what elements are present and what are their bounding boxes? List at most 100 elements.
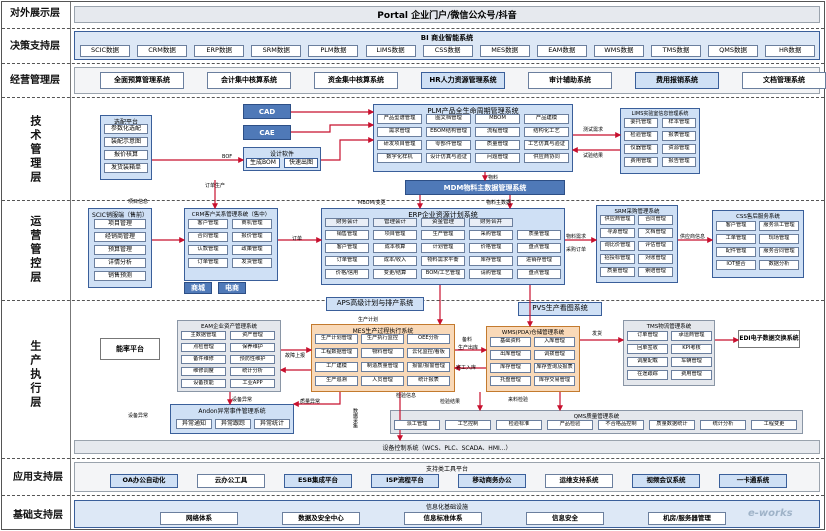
app-item[interactable]: 移动商务办公 <box>458 474 526 488</box>
bi-item[interactable]: MES数据 <box>479 45 530 57</box>
aps-box[interactable]: APS高级计划与排产系统 <box>326 297 424 311</box>
erp-group-title[interactable]: 资金管理 <box>421 218 465 227</box>
mes-item[interactable]: 工程数据管理 <box>315 348 358 358</box>
erp-item[interactable]: 计划管理 <box>421 243 465 253</box>
design-item[interactable]: 快速出图 <box>284 158 318 168</box>
tms-item[interactable]: 回单签收 <box>627 344 668 354</box>
eam-item[interactable]: 资产管理 <box>230 331 275 340</box>
lims-item[interactable]: 样本管理 <box>662 118 696 128</box>
bi-item[interactable]: CRM数据 <box>137 45 188 57</box>
erp-item[interactable]: 价格管理 <box>469 243 513 253</box>
base-item[interactable]: 机房/服务器管理 <box>648 512 726 525</box>
srm-item[interactable]: 文档管理 <box>638 228 673 238</box>
mes-item[interactable]: OEE分析 <box>407 334 450 344</box>
plm-item[interactable]: 零部件管理 <box>426 140 471 150</box>
mdm-box[interactable]: MDM物料主数据管理系统 <box>405 180 565 195</box>
erp-item[interactable]: 价格/信用 <box>325 269 369 279</box>
base-item[interactable]: 信息安全 <box>526 512 604 525</box>
erp-item[interactable]: 订单管理 <box>325 256 369 266</box>
crm-item[interactable]: 报价管理 <box>232 232 272 242</box>
css-item[interactable]: 服务合同管理 <box>759 247 799 257</box>
mes-item[interactable]: 物料管理 <box>361 348 404 358</box>
scic-item[interactable]: 详情分析 <box>94 258 146 268</box>
lims-item[interactable]: 检验管理 <box>624 131 658 141</box>
portal-bar[interactable]: Portal 企业门户/微信公众号/抖音 <box>74 6 820 23</box>
mgmt-item[interactable]: 资金集中核算系统 <box>314 72 398 89</box>
base-item[interactable]: 信息标准体系 <box>404 512 482 525</box>
crm-item[interactable]: 订单管理 <box>188 258 228 268</box>
bi-item[interactable]: SCIC数据 <box>80 45 130 57</box>
qms-item[interactable]: 工艺控制 <box>445 420 491 430</box>
plm-item[interactable]: 流程管理 <box>475 127 520 137</box>
plm-item[interactable]: 质量管理 <box>475 140 520 150</box>
bi-item[interactable]: CSS数据 <box>422 45 473 57</box>
eam-item[interactable]: 保养维护 <box>230 343 275 352</box>
mgmt-item[interactable]: HR人力资源管理系统 <box>421 72 505 89</box>
shop-box[interactable]: 商城 <box>184 282 212 294</box>
base-item[interactable]: 网络体系 <box>160 512 238 525</box>
erp-group-title[interactable]: 财务合并 <box>469 218 513 227</box>
plm-item[interactable]: 产品建模 <box>524 114 569 124</box>
andon-item[interactable]: 异常通知 <box>176 419 212 429</box>
tms-item[interactable]: 订单管理 <box>627 331 668 341</box>
erp-item[interactable]: 物料需求平衡 <box>421 256 465 266</box>
erp-item[interactable]: 质量管理 <box>517 230 561 240</box>
bi-item[interactable]: TMS数据 <box>651 45 701 57</box>
design-item[interactable]: 生成BOM <box>246 158 280 168</box>
eam-item[interactable]: 主数据管理 <box>181 331 226 340</box>
css-item[interactable]: IOT整合 <box>716 260 756 270</box>
mes-item[interactable]: 工厂建模 <box>315 362 358 372</box>
mes-item[interactable]: 制造质量管理 <box>361 362 404 372</box>
app-item[interactable]: 视频会议系统 <box>632 474 700 488</box>
lims-item[interactable]: 报告管理 <box>662 157 696 167</box>
erp-item[interactable]: 成本核算 <box>373 243 417 253</box>
plm-item[interactable]: 设计仿真与验证 <box>426 153 471 163</box>
bi-item[interactable]: PLM数据 <box>308 45 359 57</box>
crm-item[interactable]: 客户管理 <box>188 219 228 229</box>
css-item[interactable]: 客户管理 <box>716 221 756 231</box>
device-control-bar[interactable]: 设备控制系统（WCS、PLC、SCADA、HMI...） <box>74 440 820 454</box>
css-item[interactable]: 工单管理 <box>716 234 756 244</box>
css-item[interactable]: 服务派工管理 <box>759 221 799 231</box>
pvs-box[interactable]: PVS生产看图系统 <box>518 302 602 316</box>
wms-item[interactable]: 库存交易管理 <box>534 376 575 386</box>
tms-item[interactable]: 车辆管理 <box>671 357 712 367</box>
bi-item[interactable]: SRM数据 <box>251 45 302 57</box>
css-item[interactable]: 现场管理 <box>759 234 799 244</box>
scic-item[interactable]: 销售预测 <box>94 271 146 281</box>
erp-item[interactable]: 成本/收入 <box>373 256 417 266</box>
qms-item[interactable]: 派工管理 <box>394 420 440 430</box>
tms-item[interactable]: KPI考核 <box>671 344 712 354</box>
mes-item[interactable]: 生产执行监控 <box>361 334 404 344</box>
app-item[interactable]: OA办公自动化 <box>110 474 178 488</box>
cad-box[interactable]: CAD <box>243 104 291 119</box>
plm-item[interactable]: 图文档管理 <box>426 114 471 124</box>
lims-item[interactable]: 费用管理 <box>624 157 658 167</box>
plm-item[interactable]: MBOM <box>475 114 520 124</box>
ecommerce-box[interactable]: 电商 <box>218 282 246 294</box>
crm-item[interactable]: 政策管理 <box>232 245 272 255</box>
scic-item[interactable]: 项目管理 <box>94 219 146 229</box>
mgmt-item[interactable]: 全面预算管理系统 <box>100 72 184 89</box>
tms-item[interactable]: 费用管理 <box>671 370 712 380</box>
bi-item[interactable]: WMS数据 <box>593 45 644 57</box>
eam-item[interactable]: 统计分析 <box>230 367 275 376</box>
crm-item[interactable]: 商机管理 <box>232 219 272 229</box>
lims-item[interactable]: 资源管理 <box>662 144 696 154</box>
plm-item[interactable]: 结构化工艺 <box>524 127 569 137</box>
selection-item[interactable]: 报价核算 <box>104 150 148 160</box>
wms-item[interactable]: 出库管理 <box>490 350 531 360</box>
edi-box[interactable]: EDI电子数据交换系统 <box>738 330 800 348</box>
bi-item[interactable]: LIMS数据 <box>365 45 416 57</box>
srm-item[interactable]: 质量管理 <box>600 267 635 277</box>
app-item[interactable]: 运维支持系统 <box>545 474 613 488</box>
crm-item[interactable]: 认款管理 <box>188 245 228 255</box>
mgmt-item[interactable]: 会计集中核算系统 <box>207 72 291 89</box>
cae-box[interactable]: CAE <box>243 125 291 140</box>
wms-item[interactable]: 库存查询及报表 <box>534 363 575 373</box>
wms-item[interactable]: 基础资料 <box>490 337 531 347</box>
base-item[interactable]: 数据及安全中心 <box>282 512 360 525</box>
scic-item[interactable]: 预算管理 <box>94 245 146 255</box>
tms-item[interactable]: 承运商管理 <box>671 331 712 341</box>
eam-item[interactable]: 工业APP <box>230 379 275 388</box>
